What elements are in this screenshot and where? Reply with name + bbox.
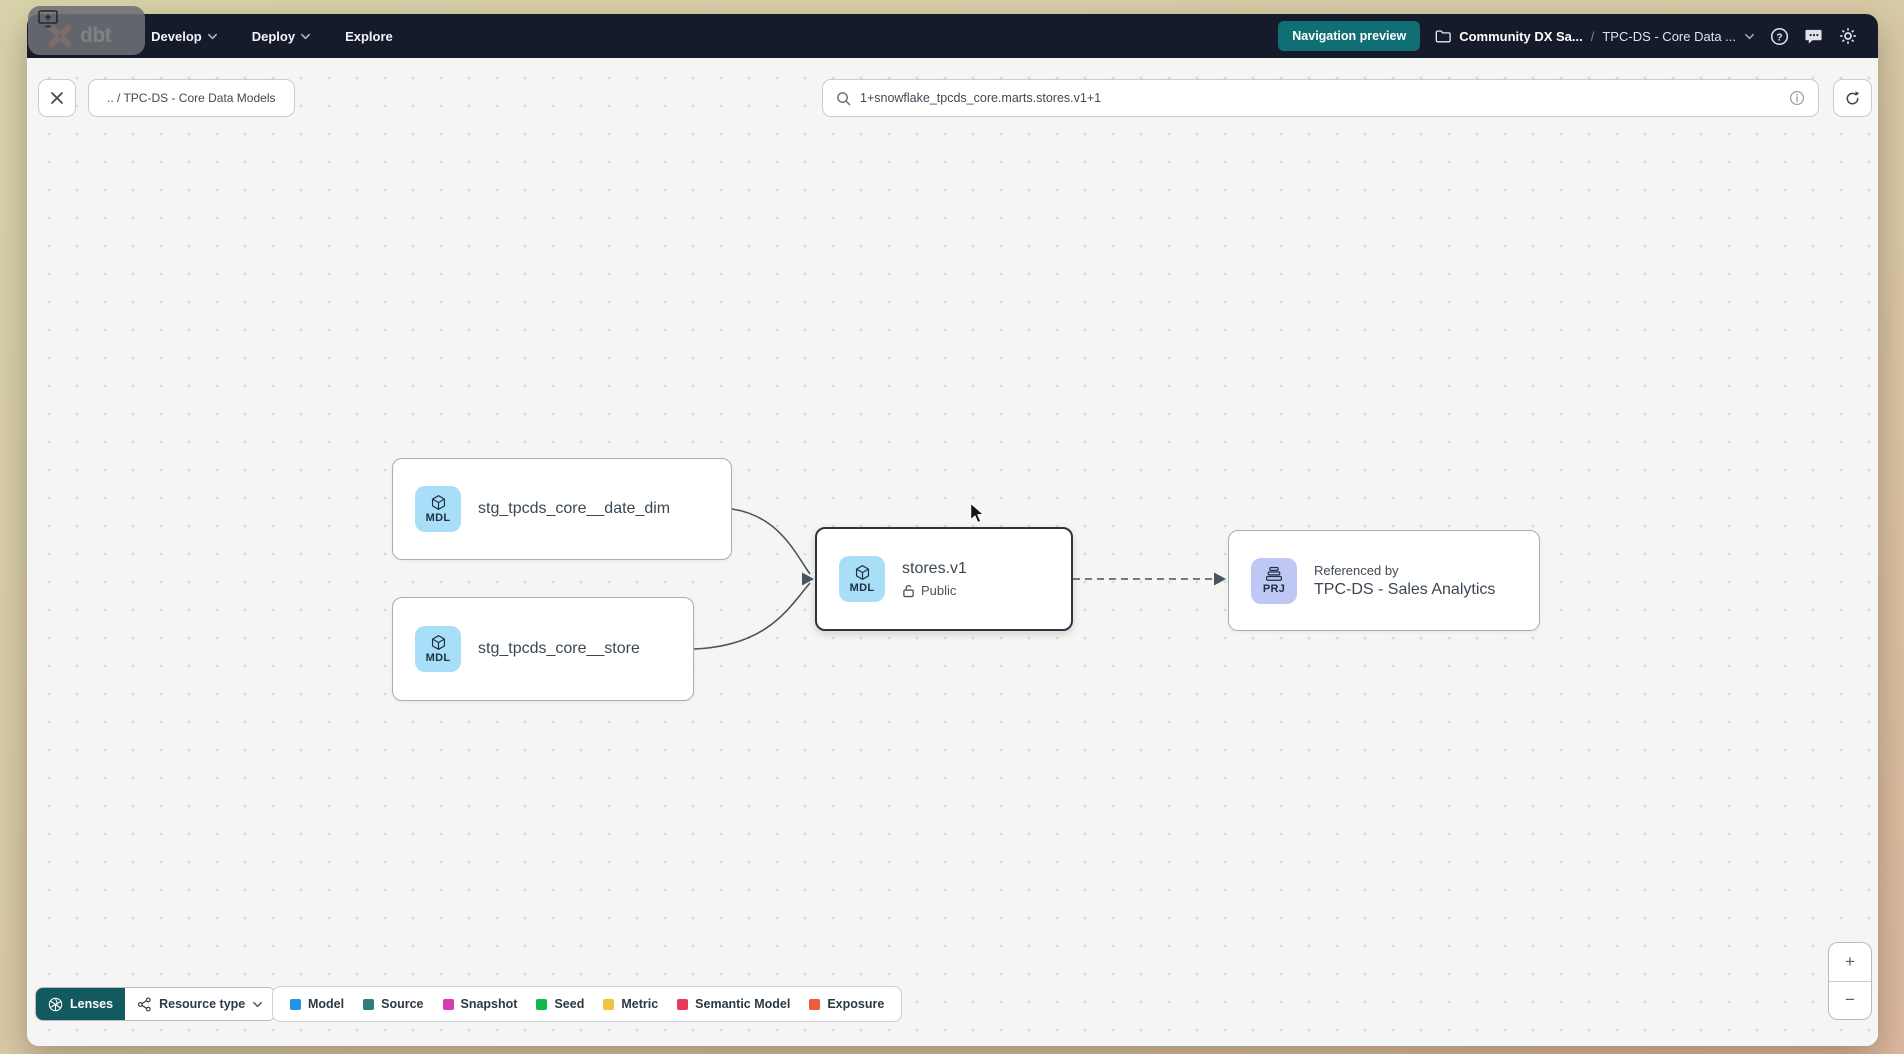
legend-swatch-icon [603, 998, 615, 1010]
top-navbar: dbt Develop Deploy Explore Navigation pr… [27, 14, 1878, 58]
referenced-by-label: Referenced by [1314, 562, 1399, 578]
search-icon [837, 91, 851, 105]
edge-arrowhead [802, 572, 814, 586]
legend-label: Semantic Model [695, 997, 791, 1011]
lineage-search-bar [822, 79, 1819, 117]
legend-swatch-icon [536, 998, 548, 1010]
help-icon[interactable]: ? [1770, 27, 1789, 46]
breadcrumb-section[interactable]: TPC-DS - Core Data ... [1602, 28, 1736, 44]
node-stg-tpcds-core-date-dim[interactable]: MDL stg_tpcds_core__date_dim [392, 458, 732, 560]
breadcrumb: Community DX Sa... / TPC-DS - Core Data … [1435, 29, 1755, 44]
close-lineage-button[interactable] [38, 79, 76, 117]
legend-item: Model [290, 997, 344, 1011]
nav-menu-label: Deploy [251, 28, 296, 44]
badge-label: MDL [849, 582, 875, 594]
badge-label: MDL [425, 512, 451, 524]
cube-icon [855, 565, 869, 580]
legend-swatch-icon [677, 998, 689, 1010]
legend-label: Source [381, 997, 424, 1011]
lineage-canvas[interactable]: .. / TPC-DS - Core Data Models MDL stg_t… [27, 58, 1878, 1046]
nav-menu-explore[interactable]: Explore [345, 29, 393, 44]
mouse-cursor [970, 502, 985, 524]
legend-item: Metric [603, 997, 658, 1011]
lens-aperture-icon [48, 997, 63, 1011]
project-stack-icon [1266, 566, 1282, 581]
feedback-chat-icon[interactable] [1804, 27, 1823, 46]
node-label: stg_tpcds_core__store [478, 640, 640, 657]
chevron-down-icon[interactable] [1744, 31, 1755, 42]
access-label: Public [921, 583, 957, 598]
breadcrumb-project[interactable]: Community DX Sa... [1459, 28, 1583, 44]
chevron-down-icon [207, 33, 217, 39]
folder-icon [1435, 30, 1451, 43]
zoom-controls: + − [1828, 942, 1872, 1020]
lens-controls: Lenses Resource type [35, 987, 277, 1021]
legend-label: Model [308, 997, 345, 1011]
badge-label: MDL [425, 652, 451, 664]
refresh-icon [1846, 90, 1860, 104]
resource-type-label: Resource type [159, 997, 246, 1011]
legend-item: Exposure [809, 997, 884, 1011]
legend-item: Semantic Model [677, 997, 790, 1011]
refresh-lineage-button[interactable] [1833, 79, 1872, 117]
cube-icon [431, 495, 445, 510]
zoom-divider [1829, 980, 1871, 982]
cube-icon [431, 635, 445, 650]
settings-gear-icon[interactable] [1838, 26, 1858, 46]
legend-swatch-icon [809, 998, 821, 1010]
legend-label: Metric [621, 997, 659, 1011]
navigation-preview-button[interactable]: Navigation preview [1278, 21, 1421, 51]
edge-store-to-stores [693, 582, 811, 650]
resource-graph-icon [138, 996, 151, 1012]
app-window: dbt Develop Deploy Explore Navigation pr… [27, 14, 1878, 1046]
legend-swatch-icon [363, 998, 375, 1010]
nav-menu-deploy[interactable]: Deploy [252, 29, 311, 44]
project-badge: PRJ [1251, 557, 1297, 604]
selector-search-input[interactable] [860, 91, 1780, 105]
lenses-label: Lenses [70, 997, 114, 1011]
node-label: TPC-DS - Sales Analytics [1314, 580, 1496, 598]
chevron-down-icon [253, 1001, 263, 1007]
node-label: stg_tpcds_core__date_dim [478, 500, 671, 517]
lineage-path-chip[interactable]: .. / TPC-DS - Core Data Models [88, 79, 295, 117]
svg-text:?: ? [1776, 32, 1782, 43]
lock-open-icon [903, 584, 914, 597]
node-access-row: Public [902, 583, 967, 598]
legend-label: Snapshot [460, 997, 518, 1011]
resource-type-dropdown[interactable]: Resource type [125, 988, 275, 1020]
breadcrumb-separator: / [1590, 28, 1595, 44]
model-badge: MDL [839, 556, 885, 602]
monitor-icon [38, 10, 58, 28]
zoom-out-button[interactable]: − [1829, 982, 1871, 1020]
legend-item: Source [363, 997, 424, 1011]
zoom-in-button[interactable]: + [1829, 943, 1871, 981]
legend-label: Exposure [827, 997, 885, 1011]
edge-arrowhead [1214, 572, 1226, 586]
legend-swatch-icon [442, 998, 454, 1010]
node-referenced-by-sales-analytics[interactable]: PRJ Referenced by TPC-DS - Sales Analyti… [1228, 530, 1540, 631]
screen-share-overlay [28, 6, 145, 55]
node-stg-tpcds-core-store[interactable]: MDL stg_tpcds_core__store [392, 597, 694, 701]
lenses-button[interactable]: Lenses [36, 988, 126, 1020]
nav-menu-label: Develop [151, 28, 202, 44]
node-label: stores.v1 [902, 560, 967, 577]
edge-date-dim-to-stores [731, 508, 811, 575]
legend-item: Snapshot [442, 997, 518, 1011]
model-badge: MDL [415, 626, 461, 672]
legend-swatch-icon [290, 998, 301, 1010]
node-stores-v1[interactable]: MDL stores.v1 Public [815, 527, 1073, 631]
chevron-down-icon [301, 33, 311, 39]
nav-menu-label: Explore [345, 28, 393, 44]
model-badge: MDL [415, 486, 461, 532]
path-chip-label: .. / TPC-DS - Core Data Models [107, 91, 276, 105]
legend-label: Seed [554, 997, 585, 1011]
close-icon [51, 92, 63, 104]
nav-menu-develop[interactable]: Develop [151, 29, 218, 44]
info-icon[interactable] [1789, 90, 1805, 106]
legend-item: Seed [536, 997, 584, 1011]
badge-label: PRJ [1262, 583, 1286, 595]
legend: Model Source Snapshot Seed Metric Semantic Mo… [272, 986, 903, 1022]
